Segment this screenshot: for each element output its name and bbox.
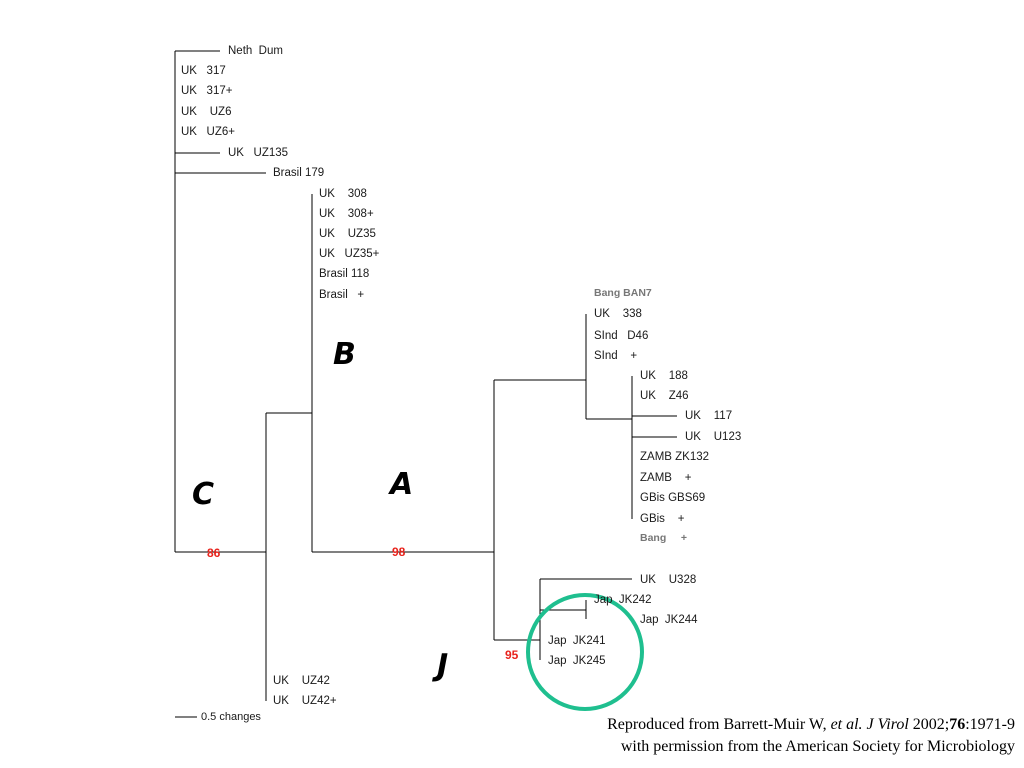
leaf-label: ZAMB ZK132 — [640, 451, 710, 463]
leaf-label: Brasil 179 — [273, 167, 325, 179]
leaf-label: UK UZ35+ — [319, 248, 380, 260]
citation: Reproduced from Barrett-Muir W, et al. J… — [607, 714, 1015, 758]
clade-label-j: J — [437, 648, 449, 683]
leaf-label: Brasil 118 — [319, 268, 370, 280]
leaf-label: Bang + — [640, 532, 687, 544]
leaf-label: UK Z46 — [640, 390, 689, 402]
clade-label-c: C — [192, 477, 215, 512]
leaf-label: Jap JK241 — [548, 635, 606, 647]
leaf-label: UK UZ42 — [273, 675, 330, 687]
bootstrap-value-j: 95 — [505, 648, 519, 662]
citation-line-1: Reproduced from Barrett-Muir W, et al. J… — [607, 716, 1015, 733]
leaf-label: UK 317+ — [181, 85, 233, 97]
leaf-label: Jap JK245 — [548, 655, 606, 667]
leaf-label: UK 188 — [640, 370, 688, 382]
leaf-label: Jap JK244 — [640, 614, 698, 626]
leaf-label: GBis GBS69 — [640, 492, 706, 504]
leaf-label: Neth Dum — [228, 45, 283, 57]
bootstrap-value-a: 98 — [392, 545, 406, 559]
leaf-label: UK UZ42+ — [273, 695, 337, 707]
leaf-label: UK 338 — [594, 308, 642, 320]
leaf-label: UK UZ135 — [228, 147, 289, 159]
leaf-label: Brasil + — [319, 289, 365, 301]
leaf-label: ZAMB + — [640, 472, 692, 484]
highlight-circle — [526, 593, 644, 711]
leaf-label: UK UZ6+ — [181, 126, 236, 138]
leaf-label: UK U123 — [685, 431, 742, 443]
leaf-label: SInd + — [594, 350, 638, 362]
citation-line-2: with permission from the American Societ… — [620, 738, 1015, 755]
leaf-label: UK U328 — [640, 574, 697, 586]
leaf-label: UK 117 — [685, 410, 733, 422]
bootstrap-value-c: 86 — [207, 546, 221, 560]
leaf-label: UK UZ35 — [319, 228, 376, 240]
leaf-label: UK 308 — [319, 188, 367, 200]
clade-label-a: A — [390, 467, 414, 502]
leaf-label: UK 308+ — [319, 208, 374, 220]
leaf-label: SInd D46 — [594, 330, 649, 342]
scale-bar-label: 0.5 changes — [201, 711, 261, 723]
leaf-label: GBis + — [640, 513, 685, 525]
clade-label-b: B — [333, 337, 356, 372]
leaf-label: Bang BAN7 — [594, 287, 652, 299]
leaf-label: UK 317 — [181, 65, 226, 77]
leaf-label: UK UZ6 — [181, 106, 232, 118]
leaf-label: Jap JK242 — [594, 594, 652, 606]
